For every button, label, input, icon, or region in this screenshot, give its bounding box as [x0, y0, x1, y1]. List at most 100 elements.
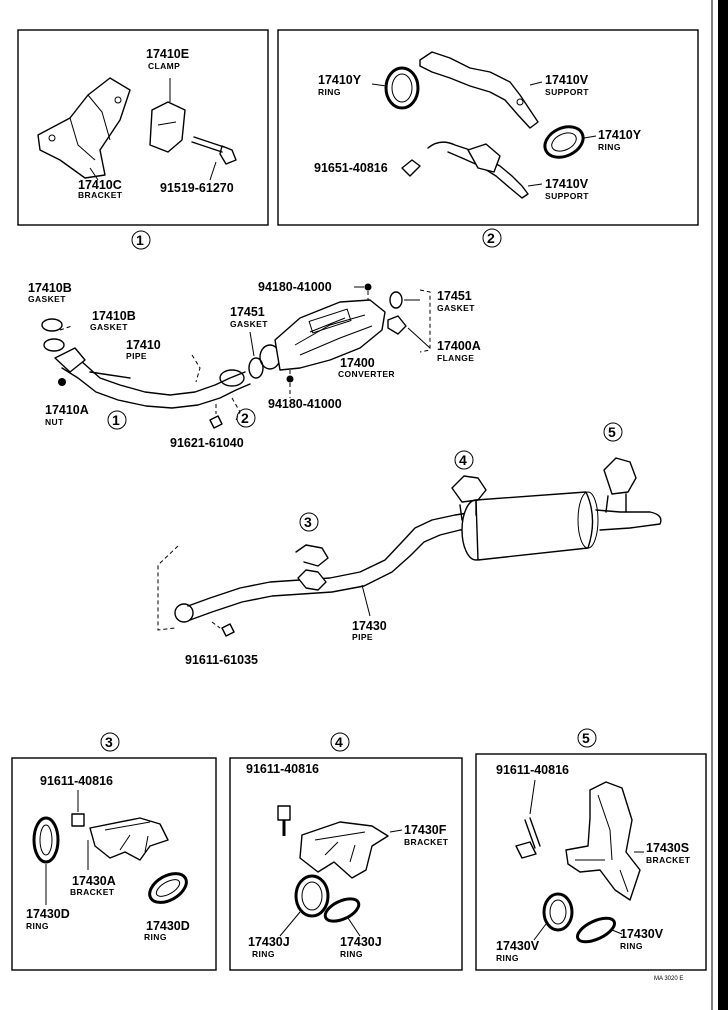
bracket-detail [575, 794, 629, 893]
main-assembly: 17410B GASKET 17410B GASKET 17410 PIPE 1… [28, 280, 662, 667]
caption-ring: RING [620, 941, 643, 951]
leader-line [407, 327, 431, 349]
callout-circle [330, 732, 350, 752]
pipe-17430-shape [187, 511, 476, 607]
caption-ring: RING [340, 949, 363, 959]
bolt-94180-bottom-shape [286, 375, 294, 383]
caption-support: SUPPORT [545, 191, 589, 201]
part-number-17430j-right: 17430J [340, 935, 382, 949]
tailpipe [595, 509, 662, 531]
inset-5-frame [475, 753, 707, 971]
part-number-17410: 17410 [126, 338, 161, 352]
caption-bracket: BRACKET [646, 855, 691, 865]
bracket-detail [314, 831, 366, 863]
callout-circle [482, 228, 502, 248]
callout-circle [107, 410, 127, 430]
part-number-17410c: 17410C [78, 178, 122, 192]
part-number-17430v-left: 17430V [496, 939, 540, 953]
ring-17430d-left-shape [32, 816, 60, 864]
muffler-body [475, 491, 594, 561]
bracket-17410c-shape [37, 77, 131, 179]
caption-ring: RING [598, 142, 621, 152]
leader-line [89, 167, 99, 181]
bracket-dashed-1 [191, 354, 201, 383]
clamp-17410e-shape [149, 101, 186, 153]
callout-circle [454, 450, 474, 470]
ring-inner [39, 824, 53, 856]
support-bracket-detail [467, 143, 501, 173]
bolt-91621-shape [209, 415, 223, 429]
leader-line [371, 83, 387, 87]
callout-5-main: 5 [603, 422, 623, 442]
bracket-hole [48, 134, 56, 142]
ring-17430j-right-shape [323, 897, 361, 923]
leader-line [527, 183, 543, 187]
clamp-detail [157, 121, 177, 126]
part-number-17410v-top: 17410V [545, 73, 589, 87]
leader-line [59, 325, 73, 331]
converter-heat-shield [308, 308, 352, 334]
callout-number: 4 [335, 734, 343, 750]
part-number-91611-40816: 91611-40816 [40, 774, 113, 788]
part-number-17410b-a: 17410B [28, 281, 72, 295]
bolt-91611-inset4-shape [277, 805, 291, 821]
callout-1-main: 1 [107, 410, 127, 430]
part-number-91651-40816: 91651-40816 [314, 161, 388, 175]
ring-inner [549, 899, 567, 925]
part-number-17410v-bottom: 17410V [545, 177, 589, 191]
part-number-17430f: 17430F [404, 823, 447, 837]
callout-2-main: 2 [236, 408, 256, 428]
caption-gasket: GASKET [28, 294, 66, 304]
inset-2: 17410Y RING 17410V SUPPORT 17410Y RING 9… [277, 29, 699, 226]
part-number-17451-right: 17451 [437, 289, 472, 303]
bracket-hole [114, 96, 122, 104]
inset-1: 17410E CLAMP 17410C BRACKET 91519-61270 [17, 29, 269, 226]
bolt-91519-shape [191, 136, 237, 165]
part-number-17430v-right: 17430V [620, 927, 664, 941]
part-number-17410y-right: 17410Y [598, 128, 642, 142]
inset-4-frame [229, 757, 463, 971]
leader-line [347, 917, 361, 937]
caption-ring: RING [318, 87, 341, 97]
callout-number: 1 [136, 232, 144, 248]
caption-ring: RING [144, 932, 167, 942]
pipe-17410-outline [61, 367, 251, 409]
pipe-branch [89, 371, 131, 379]
bracket-17430f-shape [299, 821, 389, 879]
gasket-17410b-b-shape [43, 338, 65, 352]
bracket-dashed-2 [231, 397, 241, 423]
leader-line [389, 829, 403, 833]
leader-line [533, 923, 547, 941]
callout-3-main: 3 [299, 512, 319, 532]
gasket-17410b-a-shape [41, 318, 63, 332]
caption-bracket: BRACKET [78, 190, 123, 200]
leader-line [211, 621, 221, 629]
leader-line [529, 779, 536, 815]
callout-circle [299, 512, 319, 532]
part-number-17430s: 17430S [646, 841, 689, 855]
inset-4: 91611-40816 17430F BRACKET 17430J RING 1… [229, 757, 463, 971]
callout-circle [603, 422, 623, 442]
callout-number: 2 [487, 230, 495, 246]
ring-17430v-right-shape [575, 916, 617, 944]
inset-3-frame [11, 757, 217, 971]
leader-line [209, 161, 217, 181]
part-number-17400a: 17400A [437, 339, 481, 353]
pipe-17430-outline [189, 527, 479, 621]
callout-number: 4 [459, 452, 467, 468]
caption-flange: FLANGE [437, 353, 474, 363]
bolt-91611-inset3-shape [71, 813, 85, 827]
hanger-4-rod [459, 501, 477, 521]
converter-detail [294, 314, 373, 356]
bolt-91611-61035-shape [221, 623, 235, 637]
ring-17430v-left-shape [542, 892, 574, 932]
part-number-17400: 17400 [340, 356, 375, 370]
hanger-4-shape [451, 475, 487, 503]
leader-line [279, 911, 301, 937]
ring-inner [155, 879, 181, 897]
bracket-17410c-detail [69, 94, 111, 161]
callout-number: 3 [105, 734, 113, 750]
caption-gasket: GASKET [437, 303, 475, 313]
inset-5: 91611-40816 17430S BRACKET 17430V RING 1… [475, 753, 707, 971]
